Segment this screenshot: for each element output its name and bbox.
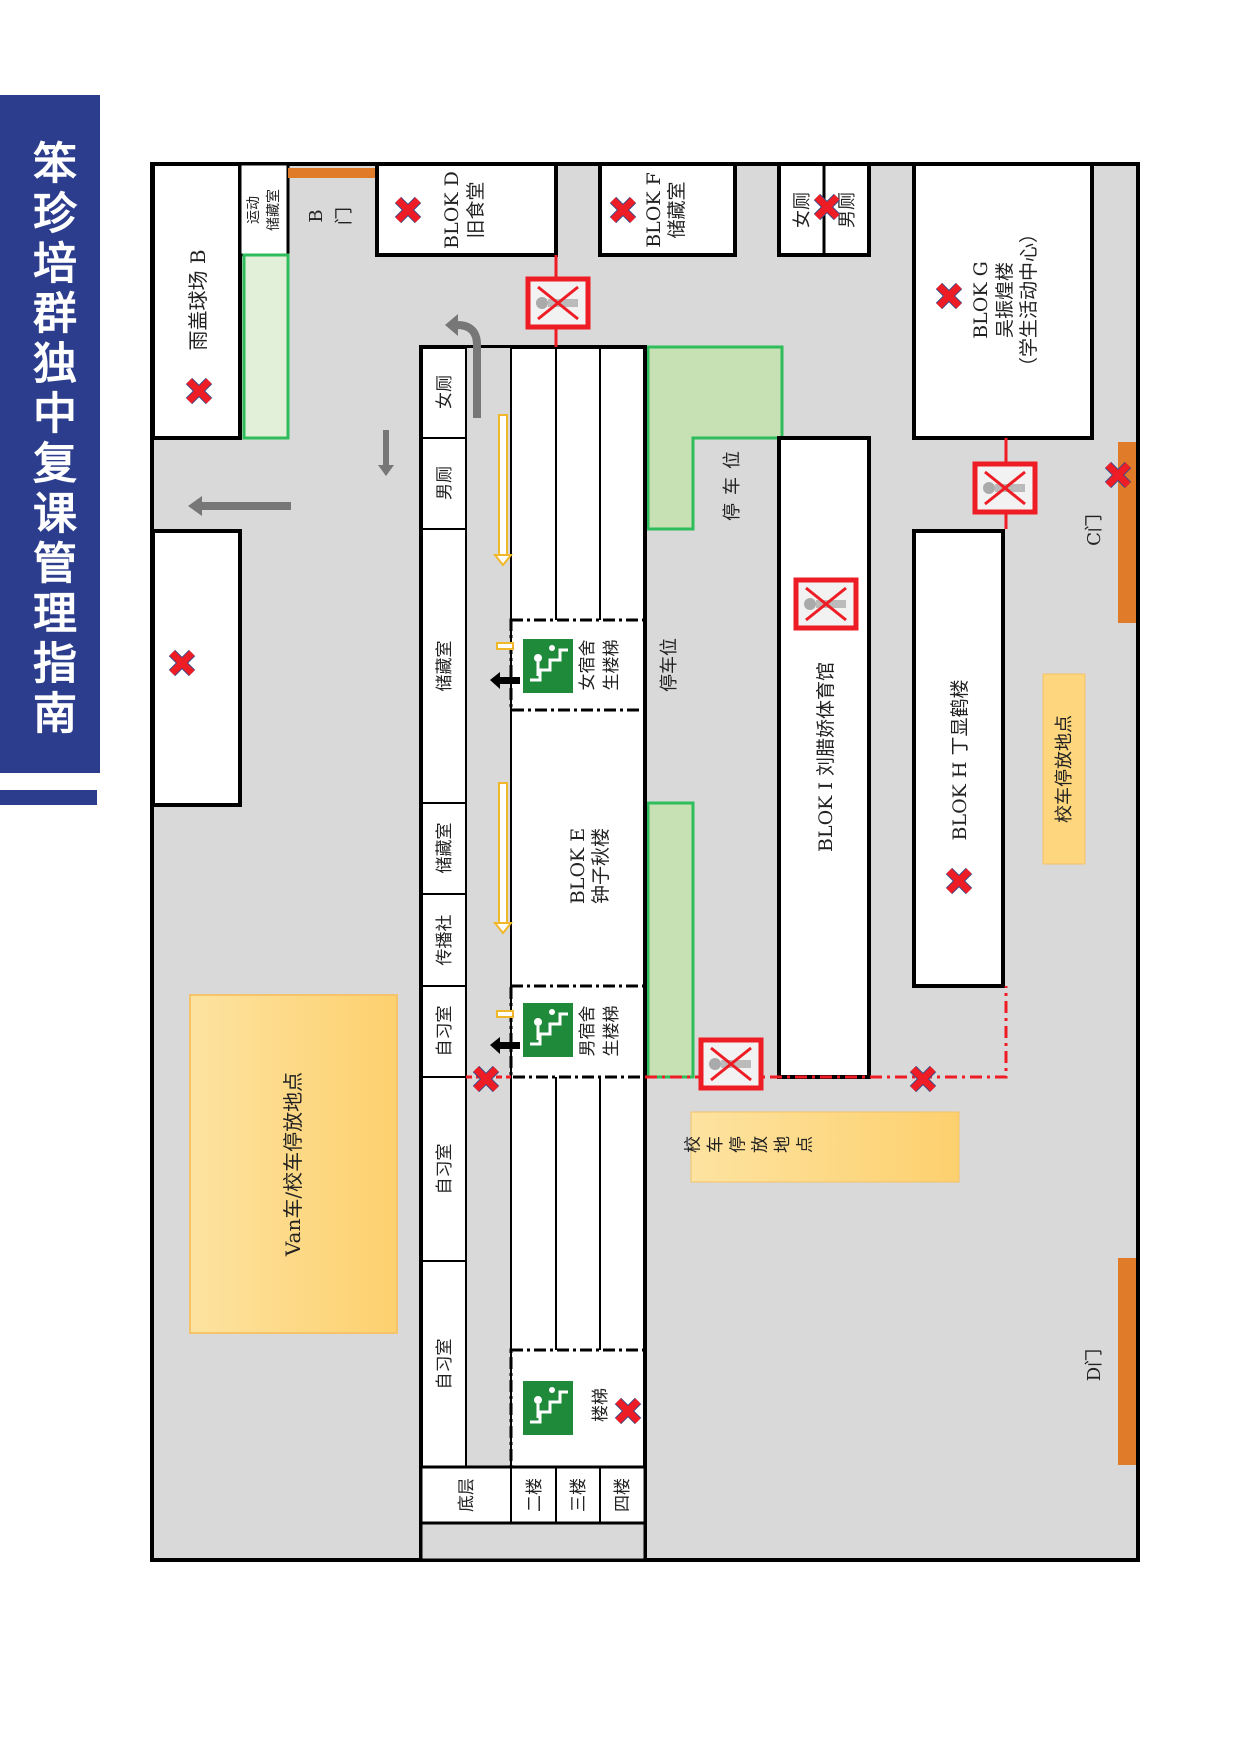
stairs-exit-icon [521, 637, 575, 695]
blok-f-label: BLOK F [643, 172, 665, 248]
school-bus-area-right [1042, 673, 1086, 865]
blok-d-label: BLOK D [441, 171, 463, 249]
gate-c [1118, 442, 1136, 623]
room-label: 传播社 [435, 915, 455, 966]
blok-e-label: BLOK E [567, 828, 589, 904]
gate-d-label: D门 [1084, 1349, 1105, 1381]
sports-storage [238, 162, 290, 257]
document-title: 笨珍培群独中复课管理指南 [25, 140, 76, 740]
blok-d-label: 旧食堂 [465, 181, 487, 238]
blok-e-label: 钟子秋楼 [590, 828, 612, 904]
stairs-male-label: 生楼梯 [602, 1006, 622, 1057]
no-entry-icon [701, 1040, 761, 1088]
flow-arrows [188, 314, 520, 1054]
school-bus-bottom-label: 校 车 停 放 地 点 [683, 1137, 812, 1158]
left-building [151, 529, 242, 807]
gate-b-label: B [306, 209, 327, 222]
stairs-label: 楼梯 [591, 1388, 611, 1422]
stairs-female-label: 女宿舍 [578, 640, 598, 691]
blok-g-label: 吴振煌楼 [994, 262, 1016, 338]
room-label: 女厕 [435, 375, 455, 409]
room-label: 自习室 [435, 1339, 455, 1390]
room-label: 自习室 [435, 1006, 455, 1057]
no-entry-icon [975, 464, 1035, 512]
blok-h [912, 529, 1005, 988]
gate-c-label: C门 [1084, 514, 1105, 546]
school-bus-area-bottom [690, 1111, 960, 1183]
gate-d [1118, 1258, 1136, 1465]
no-entry-icon [528, 279, 588, 327]
blok-g-label: BLOK G [970, 261, 992, 339]
title-underline [0, 790, 97, 805]
gate-b [288, 168, 375, 178]
blok-f-label: 储藏室 [666, 181, 688, 238]
rain-court-label: 雨盖球场 B [186, 249, 210, 350]
floor-label: 底层 [457, 1478, 477, 1512]
parking-top-label: 停车位 [722, 443, 743, 521]
blok-i-label: BLOK I 刘腊娇体育馆 [815, 662, 837, 852]
toilet-male-label: 男厕 [837, 192, 858, 228]
room-label: 储藏室 [435, 641, 455, 692]
floor-label: 四楼 [613, 1478, 633, 1512]
blok-h-label: BLOK H 丁显鹤楼 [949, 680, 971, 841]
school-bus-right-label: 校车停放地点 [1054, 715, 1075, 823]
parking-mid-label: 停车位 [659, 638, 680, 692]
van-parking-label: Van车/校车停放地点 [281, 1072, 305, 1257]
room-label: 自习室 [435, 1144, 455, 1195]
stairs-exit-icon [521, 1379, 575, 1437]
no-entry-icon [796, 580, 856, 628]
sports-storage-label: 运动 [246, 196, 262, 224]
blok-g-label: （学生活动中心） [1018, 224, 1040, 376]
toilet-female-label: 女厕 [792, 192, 813, 228]
room-label: 男厕 [435, 466, 455, 500]
green-area [242, 253, 290, 440]
blok-e [419, 345, 647, 1562]
parking-area-mid [646, 801, 695, 1079]
gate-b-label: 门 [334, 207, 355, 225]
blok-i [777, 436, 871, 1079]
floor-label: 二楼 [525, 1478, 545, 1512]
stairs-exit-icon [521, 1001, 575, 1059]
stairs-female-label: 生楼梯 [602, 640, 622, 691]
parking-area-top [646, 345, 784, 531]
room-label: 储藏室 [435, 823, 455, 874]
sports-storage-label: 储藏室 [265, 189, 282, 231]
van-parking-area [189, 994, 398, 1334]
sidebar: 笨珍培群独中复课管理指南 [0, 95, 100, 773]
floor-label: 三楼 [569, 1478, 589, 1512]
stairs-male-label: 男宿舍 [578, 1006, 598, 1057]
